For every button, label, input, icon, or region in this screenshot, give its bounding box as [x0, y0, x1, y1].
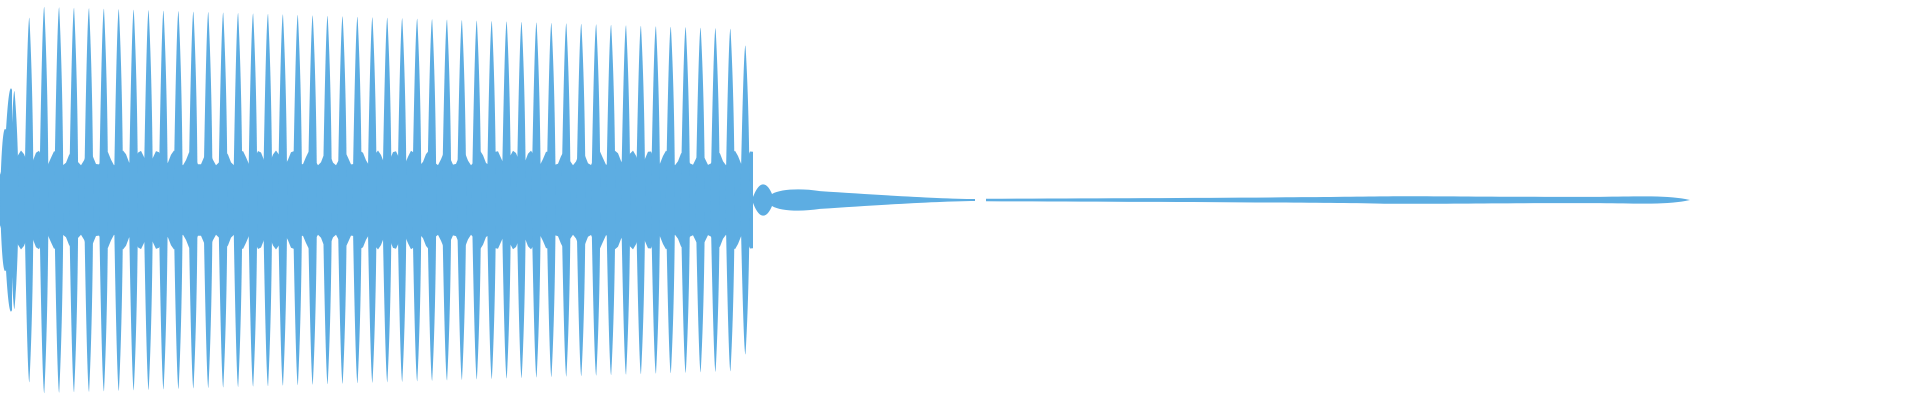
waveform-pulse [158, 10, 168, 390]
waveform-pulse [203, 12, 213, 388]
waveform-pulse [531, 22, 541, 378]
waveform-pulse [173, 11, 183, 389]
waveform-pulse [516, 22, 526, 378]
waveform-pulse [486, 21, 496, 379]
waveform-pulse [471, 20, 482, 380]
waveform-pulse [188, 11, 198, 389]
waveform-pulse [695, 27, 705, 373]
waveform-pulse [24, 17, 34, 383]
waveform-pulse [248, 13, 258, 387]
waveform-pulse [561, 23, 571, 377]
waveform-pulse [277, 14, 288, 386]
waveform-pulse [710, 28, 720, 372]
waveform-pulse [546, 23, 556, 377]
waveform-pulse [412, 18, 422, 382]
waveform-pulse [307, 15, 317, 385]
waveform-pulse [665, 26, 675, 374]
waveform-pulse [98, 8, 109, 392]
waveform-pulse [725, 28, 735, 372]
waveform-pulse [397, 18, 407, 382]
waveform-pulse [635, 25, 646, 375]
waveform-pulse [606, 24, 616, 376]
waveform-pulse [113, 9, 124, 391]
waveform-pulse [442, 19, 452, 381]
waveform-pulse [576, 23, 586, 377]
waveform-pulse [143, 10, 153, 390]
waveform-pulse [233, 13, 243, 387]
waveform-pulse [501, 21, 511, 379]
waveform-pulse [680, 27, 690, 373]
waveform-pulse [621, 25, 631, 375]
waveform-decay-tail [752, 184, 975, 216]
waveform-pulse [352, 16, 362, 384]
waveform-pulse [650, 26, 661, 374]
waveform-pulse [84, 8, 94, 392]
waveform-pulse [367, 17, 377, 383]
waveform-pulse [427, 19, 437, 381]
waveform-pulse [218, 12, 228, 388]
waveform-pulse [292, 14, 303, 386]
waveform-pulse [456, 20, 467, 380]
waveform-lead-in [0, 88, 12, 312]
waveform-pulse [69, 7, 79, 393]
waveform-pulse [54, 7, 64, 393]
waveform-pulse [591, 24, 601, 376]
waveform-pulse [740, 45, 750, 355]
waveform-pulse [337, 16, 347, 384]
waveform-pulse [263, 13, 273, 387]
waveform-low-tail [986, 196, 1690, 204]
waveform-pulse [128, 9, 138, 391]
waveform-pulse [382, 17, 392, 383]
waveform-pulse [322, 15, 332, 385]
waveform-pulse [39, 6, 49, 394]
